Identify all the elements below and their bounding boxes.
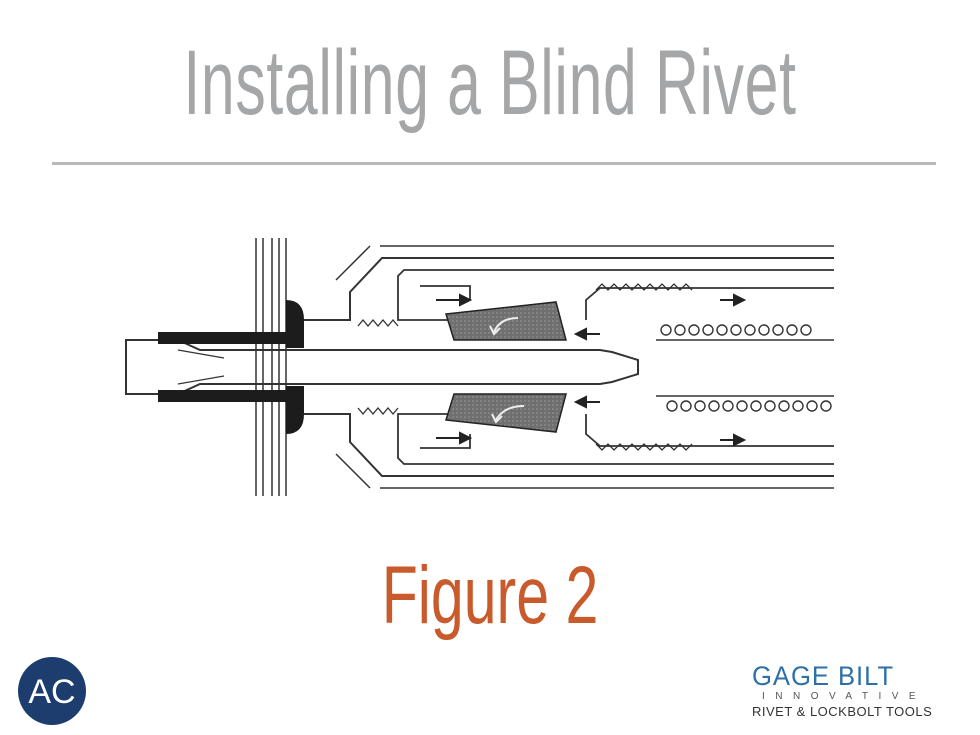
tool-housing — [302, 245, 834, 489]
gage-bilt-logo: GAGE BILT INNOVATIVE RIVET & LOCKBOLT TO… — [752, 662, 952, 720]
figure-label: Figure 2 — [381, 550, 599, 641]
title-divider — [52, 162, 936, 165]
gage-bilt-name: GAGE BILT — [752, 661, 895, 691]
slide-title: Installing a Blind Rivet — [183, 32, 797, 134]
ac-logo: AC — [18, 657, 86, 725]
workpiece-sheets — [255, 238, 287, 496]
return-spring-upper — [656, 324, 834, 341]
rivet-body — [158, 300, 304, 434]
return-spring-lower — [656, 395, 834, 412]
mandrel — [125, 339, 639, 395]
jaw-rotation-arrows — [489, 317, 525, 424]
ac-logo-letters: AC — [28, 673, 75, 711]
motion-arrows — [436, 293, 747, 447]
threads — [357, 283, 693, 451]
gage-bilt-tagline-tools: RIVET & LOCKBOLT TOOLS — [752, 704, 933, 719]
gripping-jaws — [445, 301, 567, 433]
gage-bilt-tagline-innovative: INNOVATIVE — [762, 691, 927, 702]
